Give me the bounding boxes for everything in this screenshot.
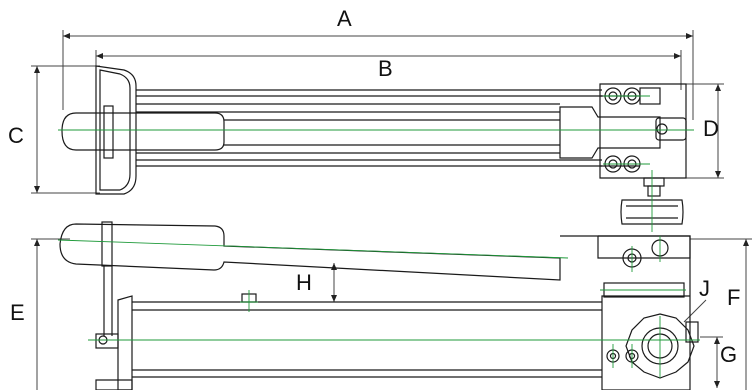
center-lines [57,95,700,378]
base-plate-side [117,295,133,390]
label-j: J [699,276,710,301]
top-view [61,65,687,225]
pump-head-top [559,106,661,159]
dimension-lines [31,30,752,390]
label-c: C [8,123,24,148]
label-e: E [10,300,25,325]
label-d: D [703,116,719,141]
pump-head-side [560,235,691,259]
handle-arm-side [59,223,561,281]
label-f: F [727,285,741,310]
side-view [59,221,699,390]
base-plate-top [95,65,137,195]
handle-top [61,112,225,151]
label-g: G [720,342,738,367]
label-b: B [378,56,393,81]
valve-knob-top [620,199,684,225]
label-h: H [296,270,312,295]
dim-j-leader [683,299,707,323]
label-a: A [337,6,352,31]
